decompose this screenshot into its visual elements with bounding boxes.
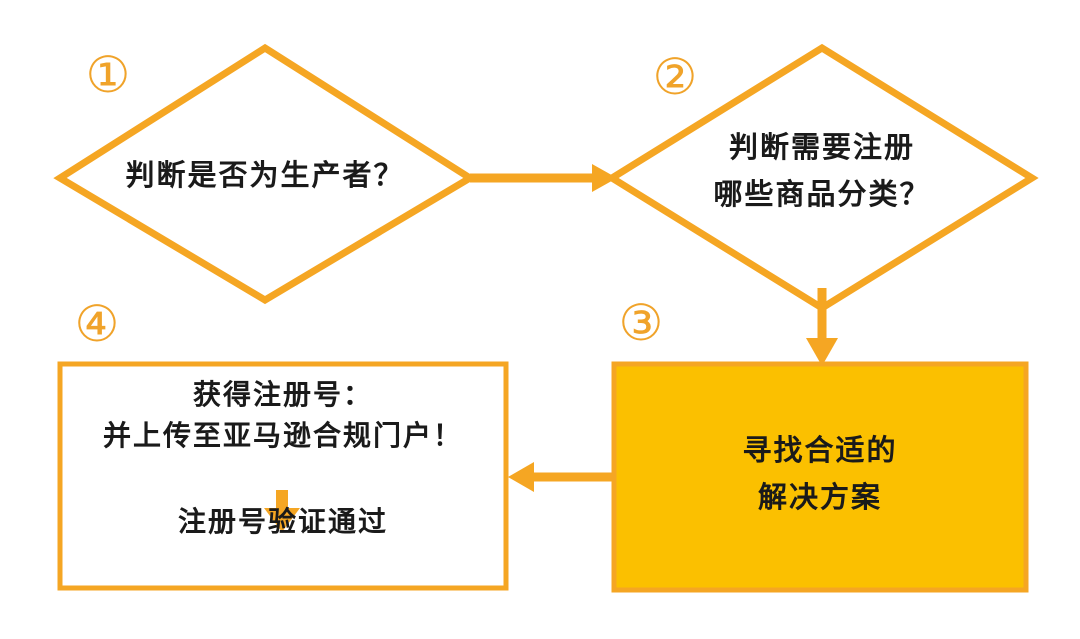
step-4-line-3: 注册号验证通过 [177, 506, 388, 538]
connector-1-2-arrow [470, 164, 617, 192]
step-1-label: 判断是否为生产者？ [60, 153, 470, 200]
step-badge-2: ② [652, 48, 698, 106]
step-badge-1: ① [85, 46, 131, 104]
step-2-line-2: 哪些商品分类？ [713, 178, 931, 211]
diamond-shape-step-1[interactable] [53, 43, 477, 305]
step-4-label: 获得注册号： 并上传至亚马逊合规门户！ 注册号验证通过 [58, 375, 508, 543]
step-3-line-1: 寻找合适的 [742, 435, 898, 467]
box-shape-step-4[interactable] [57, 361, 509, 591]
step-4-line-2: 并上传至亚马逊合规门户！ [102, 419, 463, 451]
step-4-arrow-spacer [58, 456, 508, 502]
step-2-label: 判断需要注册 哪些商品分类？ [612, 125, 1032, 219]
step-3-line-2: 解决方案 [757, 481, 882, 514]
step-3-label: 寻找合适的 解决方案 [612, 428, 1028, 522]
down-arrow-icon [264, 490, 300, 532]
connector-3-4-arrow [508, 462, 612, 492]
step-badge-3: ③ [618, 294, 664, 352]
box-shape-step-3[interactable] [611, 361, 1029, 593]
step-badge-4: ④ [74, 295, 120, 353]
step-4-line-1: 获得注册号： [192, 379, 373, 410]
connector-2-3-arrow [806, 288, 838, 366]
step-2-line-1: 判断需要注册 [728, 132, 915, 164]
step-1-line-1: 判断是否为生产者？ [125, 160, 405, 192]
